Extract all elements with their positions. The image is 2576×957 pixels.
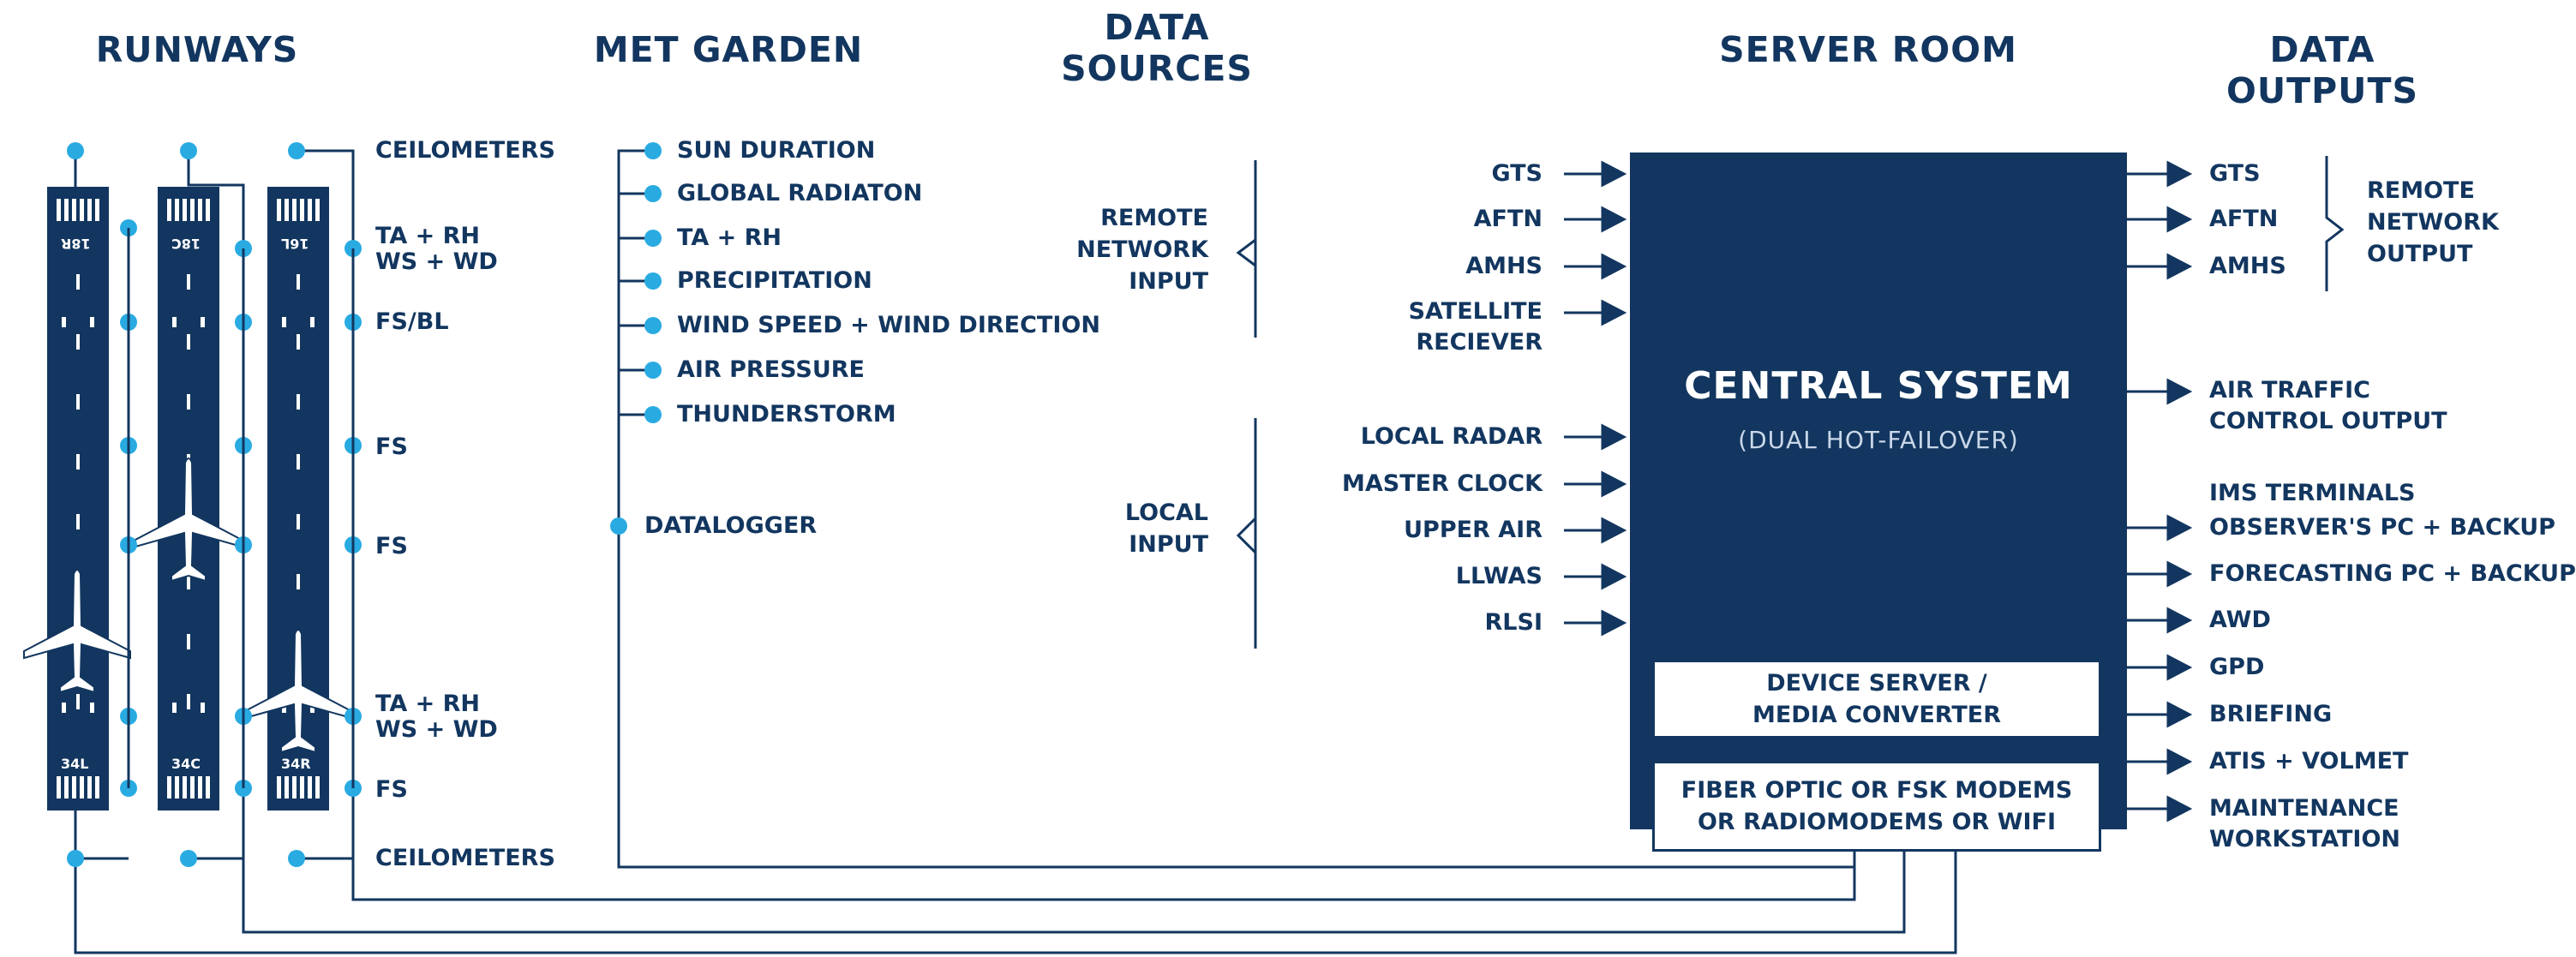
sensor-dot: [644, 317, 662, 334]
central-system-subtitle: (DUAL HOT-FAILOVER): [1738, 426, 2019, 454]
met-item-global-radiation: GLOBAL RADIATON: [677, 180, 923, 206]
output-atis-volmet: ATIS + VOLMET: [2209, 748, 2409, 775]
runway-label-34l: 34L: [61, 756, 89, 772]
device-server-box: DEVICE SERVER / MEDIA CONVERTER: [1652, 660, 2101, 739]
header-server-room: SERVER ROOM: [1719, 29, 2017, 70]
label-ceilometers-top: CEILOMETERS: [375, 137, 555, 164]
runway-label-34r: 34R: [281, 756, 311, 772]
input-upper-air: UPPER AIR: [1404, 517, 1543, 543]
airplane-icon: [244, 629, 352, 754]
sensor-dot: [644, 362, 662, 379]
central-system-title: CENTRAL SYSTEM: [1684, 364, 2073, 408]
output-gpd: GPD: [2209, 654, 2265, 680]
output-gts: GTS: [2209, 160, 2261, 187]
connection-line: [619, 192, 653, 416]
sensor-dot: [644, 272, 662, 290]
sensor-dot: [288, 850, 305, 867]
group-remote-network-input: REMOTE NETWORK INPUT: [1076, 205, 1208, 295]
sensor-dot: [610, 517, 627, 535]
output-forecasting-pc: FORECASTING PC + BACKUP: [2209, 560, 2576, 587]
runway-markings: [57, 199, 320, 798]
label-ta-rh-bottom: TA + RH: [375, 691, 481, 717]
header-data-outputs: DATA OUTPUTS: [2226, 29, 2418, 111]
sensor-dot: [644, 406, 662, 423]
bracket-remote-output: [2325, 156, 2345, 291]
label-fs-bl: FS/BL: [375, 308, 449, 335]
sensor-dot: [180, 850, 197, 867]
airplane-icon: [135, 458, 243, 583]
bracket-local-input: [1236, 418, 1257, 649]
output-arrows: [2127, 160, 2193, 822]
label-ws-wd-bottom: WS + WD: [375, 716, 498, 743]
label-ta-rh-top: TA + RH: [375, 223, 481, 249]
sensor-dots: [67, 142, 662, 867]
output-maintenance: MAINTENANCE WORKSTATION: [2209, 795, 2401, 852]
output-ims-terminals: IMS TERMINALS: [2209, 480, 2416, 506]
header-data-sources: DATA SOURCES: [1061, 7, 1253, 89]
met-item-precipitation: PRECIPITATION: [677, 267, 872, 294]
output-atc: AIR TRAFFIC CONTROL OUTPUT: [2209, 377, 2447, 434]
met-item-sun-duration: SUN DURATION: [677, 137, 876, 164]
runway-label-18r: 18R: [61, 236, 91, 252]
group-local-input: LOCAL INPUT: [1124, 499, 1208, 558]
label-fs-3: FS: [375, 776, 408, 803]
header-runways: RUNWAYS: [95, 29, 299, 70]
input-local-radar: LOCAL RADAR: [1360, 423, 1543, 450]
sensor-dot: [67, 142, 84, 159]
input-rlsi: RLSI: [1484, 609, 1543, 636]
label-ceilometers-bottom: CEILOMETERS: [375, 845, 555, 871]
output-awd: AWD: [2209, 607, 2271, 633]
connection-line: [617, 149, 1856, 869]
sensor-dot: [67, 850, 84, 867]
input-master-clock: MASTER CLOCK: [1341, 470, 1543, 497]
input-arrows: [1564, 160, 1627, 637]
input-gts: GTS: [1491, 160, 1543, 187]
runway-label-16l: 16L: [281, 236, 309, 252]
output-amhs: AMHS: [2209, 253, 2286, 279]
met-item-thunderstorm: THUNDERSTORM: [677, 401, 896, 428]
runway-label-18c: 18C: [171, 236, 201, 252]
sensor-dot: [644, 142, 662, 159]
group-remote-network-output: REMOTE NETWORK OUTPUT: [2367, 177, 2499, 267]
header-met-garden: MET GARDEN: [593, 29, 864, 70]
sensor-dot: [644, 230, 662, 247]
input-aftn: AFTN: [1473, 206, 1543, 232]
sensor-dot: [180, 142, 197, 159]
met-item-wind: WIND SPEED + WIND DIRECTION: [677, 312, 1100, 338]
met-datalogger: DATALOGGER: [644, 512, 818, 539]
sensor-dot: [288, 142, 305, 159]
output-briefing: BRIEFING: [2209, 701, 2333, 727]
output-aftn: AFTN: [2209, 206, 2279, 232]
met-item-air-pressure: AIR PRESSURE: [677, 356, 865, 383]
label-fs-1: FS: [375, 434, 408, 460]
bracket-remote-input: [1236, 160, 1257, 338]
input-amhs: AMHS: [1465, 253, 1543, 279]
met-item-ta-rh: TA + RH: [677, 224, 782, 251]
airplane-icon: [23, 569, 131, 694]
modems-box: FIBER OPTIC OR FSK MODEMS OR RADIOMODEMS…: [1652, 761, 2101, 852]
output-observers-pc: OBSERVER'S PC + BACKUP: [2209, 514, 2555, 541]
label-ws-wd-top: WS + WD: [375, 248, 498, 275]
connection-line: [297, 149, 1856, 901]
sensor-dot: [644, 185, 662, 202]
runway-label-34c: 34C: [171, 756, 201, 772]
input-llwas: LLWAS: [1455, 563, 1543, 589]
label-fs-2: FS: [375, 533, 408, 559]
input-satellite: SATELLITE RECIEVER: [1408, 298, 1543, 356]
